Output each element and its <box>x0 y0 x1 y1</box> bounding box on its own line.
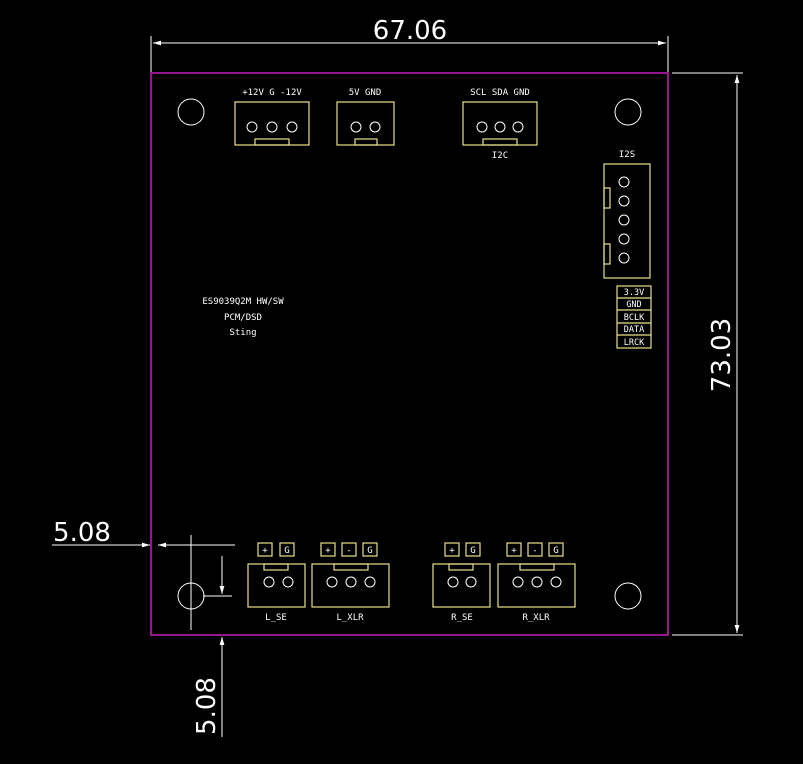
i2s-pin-label: GND <box>626 300 641 310</box>
height-dimension: 73.03 <box>672 72 743 636</box>
mounting-hole-top-right <box>614 98 642 126</box>
board-description: ES9039Q2M HW/SW PCM/DSD Sting <box>202 297 284 338</box>
mounting-holes <box>177 98 642 610</box>
i2c-name-label: I2C <box>492 151 508 161</box>
r-se-connector: + G R_SE <box>432 542 491 623</box>
board-outline <box>150 72 669 636</box>
board-text-line-2: PCM/DSD <box>224 313 262 323</box>
offset-y-label: 5.08 <box>192 677 222 735</box>
l-xlr-connector: + - G L_XLR <box>311 542 390 623</box>
l-se-label: L_SE <box>265 613 287 623</box>
board-text-line-1: ES9039Q2M HW/SW <box>202 297 284 307</box>
i2s-pin-label: LRCK <box>624 338 645 348</box>
pin-plus-label: + <box>325 546 331 556</box>
pin-gnd-label: G <box>553 546 558 556</box>
pin-gnd-label: G <box>367 546 372 556</box>
offset-y-dimension: 5.08 <box>192 556 232 737</box>
r-se-label: R_SE <box>451 613 473 623</box>
i2s-pin-label: 3.3V <box>624 288 644 298</box>
pin-plus-label: + <box>449 546 455 556</box>
power-connector: +12V G -12V <box>234 88 310 146</box>
i2c-pins-label: SCL SDA GND <box>470 88 530 98</box>
pin-gnd-label: G <box>470 546 475 556</box>
board-text-line-3: Sting <box>229 328 256 338</box>
width-dimension: 67.06 <box>150 16 669 72</box>
pin-minus-label: - <box>346 546 351 556</box>
width-label: 67.06 <box>373 16 447 46</box>
offset-x-dimension: 5.08 <box>52 518 235 630</box>
five-v-connector: 5V GND <box>336 88 395 146</box>
r-xlr-label: R_XLR <box>522 613 550 623</box>
power-connector-label: +12V G -12V <box>242 88 302 98</box>
i2c-connector: SCL SDA GND I2C <box>462 88 538 161</box>
five-v-connector-label: 5V GND <box>349 88 382 98</box>
i2s-connector: I2S <box>603 150 651 279</box>
offset-x-label: 5.08 <box>53 518 111 548</box>
i2s-pin-label: BCLK <box>624 313 645 323</box>
mounting-hole-bottom-right <box>614 582 642 610</box>
i2s-pin-label: DATA <box>624 325 644 335</box>
i2s-pin-table: 3.3V GND BCLK DATA LRCK <box>616 285 652 349</box>
l-xlr-label: L_XLR <box>336 613 364 623</box>
i2s-name-label: I2S <box>619 150 635 160</box>
r-xlr-connector: + - G R_XLR <box>497 542 576 623</box>
l-se-connector: + G L_SE <box>247 542 306 623</box>
pin-plus-label: + <box>262 546 268 556</box>
pin-plus-label: + <box>511 546 517 556</box>
pin-gnd-label: G <box>284 546 289 556</box>
pin-minus-label: - <box>532 546 537 556</box>
height-label: 73.03 <box>707 318 737 392</box>
mounting-hole-top-left <box>177 98 205 126</box>
